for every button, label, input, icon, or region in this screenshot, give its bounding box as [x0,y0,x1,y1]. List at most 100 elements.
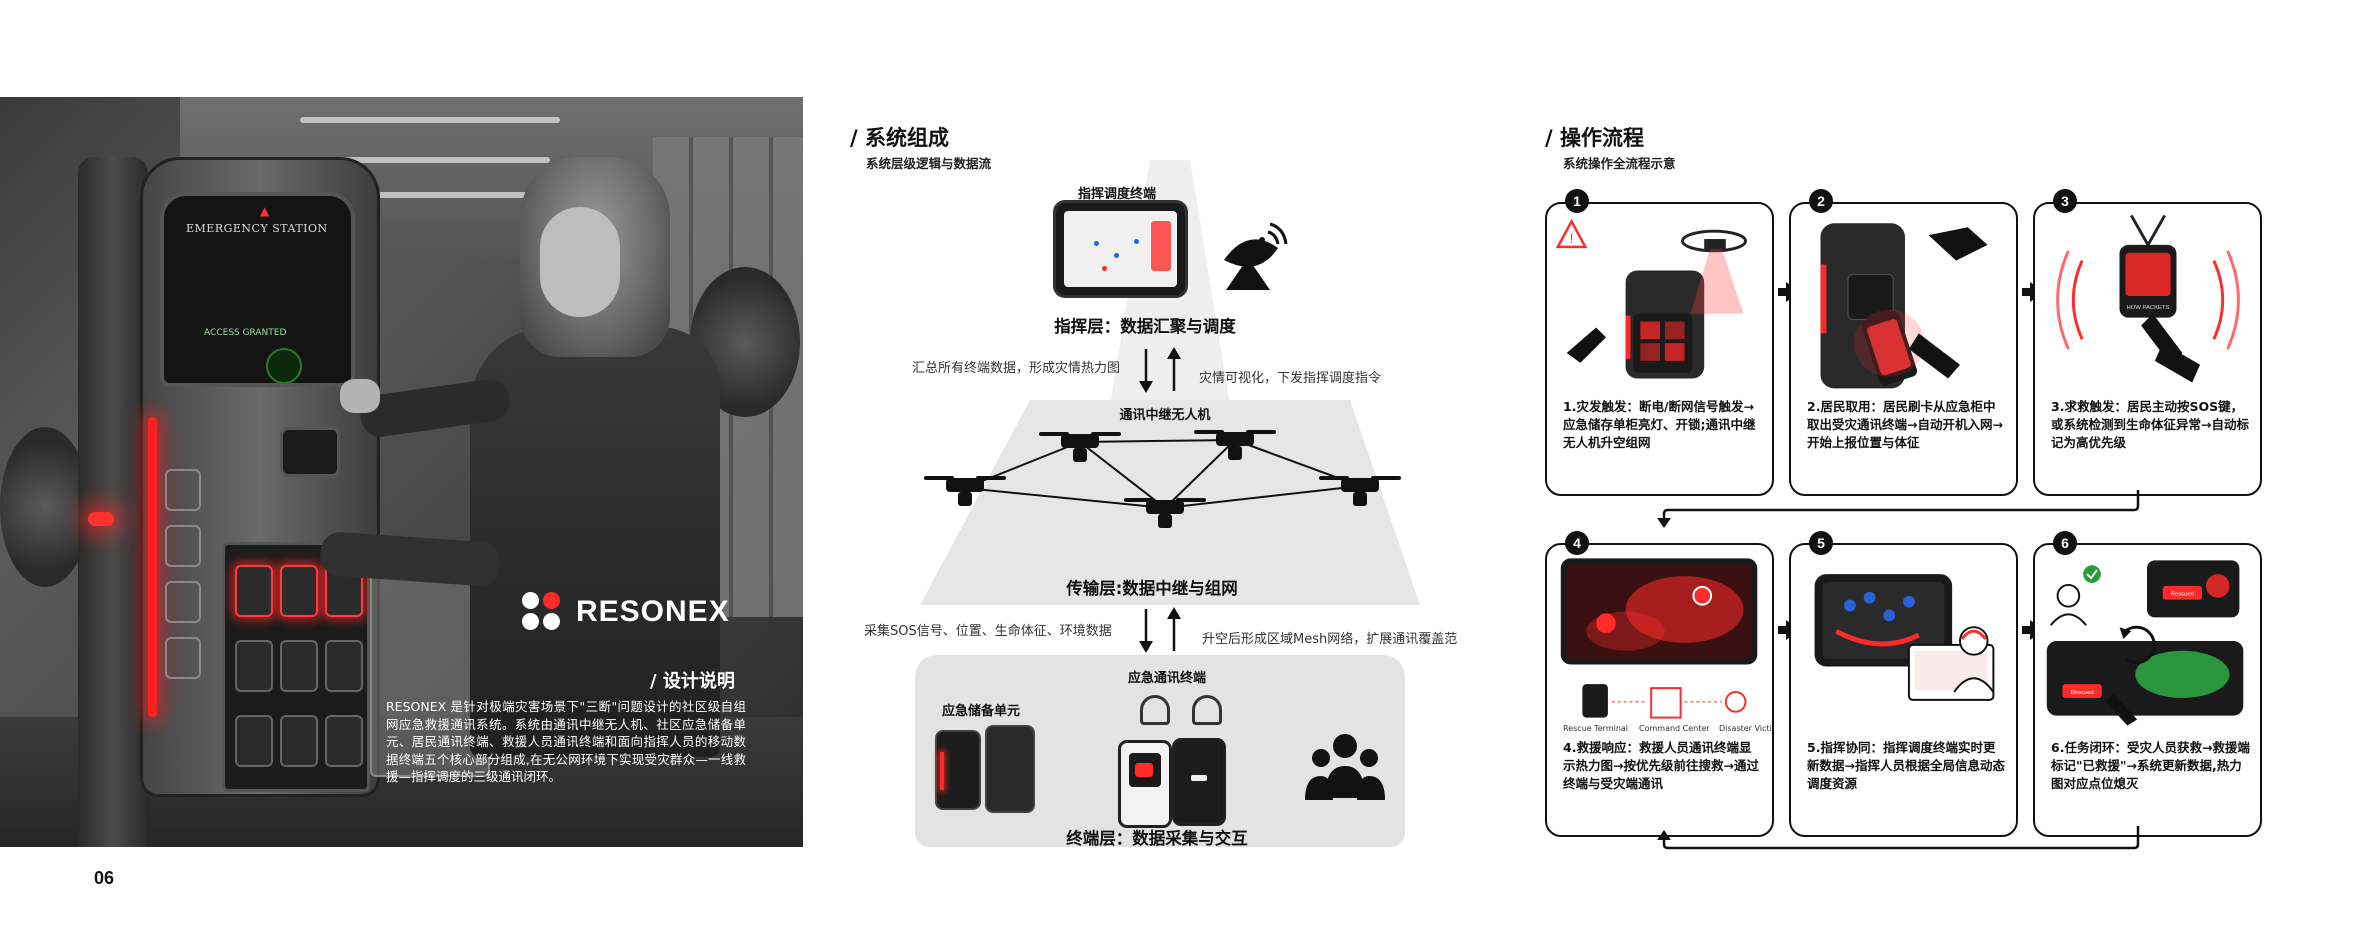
flow-step-card: 5.指挥协同：指挥调度终端实时更新数据→指挥人员根据全局信息动态调度资源 [1789,543,2018,837]
card-reader [280,427,340,477]
page-number: 06 [94,868,115,888]
bidirectional-arrows [1139,607,1181,653]
person-face [540,207,620,317]
flow-step-card: 2.居民取用：居民刷卡从应急柜中取出受灾通讯终端→自动开机入网→开始上报位置与体… [1789,202,2018,496]
step-number-badge: 2 [1809,189,1833,213]
step-number-badge: 3 [2053,189,2077,213]
flow-return-connector [1657,826,2140,850]
rescued-tag: Rescued [2071,690,2094,696]
device-slot [280,640,318,692]
person-hand [340,379,380,413]
command-layer-label: 指挥层：数据汇聚与调度 [1054,317,1236,336]
kiosk-instruction-icons [165,469,205,693]
kiosk-screen-title: EMERGENCY STATION [186,222,328,235]
flow-title: / 操作流程 [1545,126,1644,150]
step-text: 3.求救触发：居民主动按SOS键，或系统检测到生命体征异常→自动标记为高优先级 [2051,399,2249,450]
disaster-victim-label: Disaster Victim [1719,724,1774,733]
drone-icon [1194,430,1276,460]
device-slot [235,640,273,692]
step-number-badge: 6 [2053,531,2077,555]
transport-layer-label: 传输层:数据中继与组网 [1066,579,1238,598]
warning-icon: ▲ [260,204,270,218]
kiosk-confirm-button [266,348,302,384]
ceiling-light [330,157,550,163]
device-slot [280,565,318,617]
resident-terminal [1118,740,1172,828]
storage-unit-device [935,730,981,810]
terminal-layer-label: 终端层：数据采集与交互 [1066,829,1248,848]
brand: RESONEX [522,592,730,632]
step-number-badge: 5 [1809,531,1833,555]
rescuer-terminal [1172,738,1226,826]
device-slot [235,565,273,617]
drone-mesh-network [924,430,1401,528]
kiosk-compartment [222,542,370,792]
step6-illustration: Rescued Rescued [2046,560,2244,726]
badge-lanyard [1192,695,1222,725]
flow-connector [1657,490,2140,528]
ceiling-light [360,192,540,198]
collect-note: 采集SOS信号、位置、生命体征、环境数据 [864,624,1112,639]
step1-illustration: ! [1555,218,1747,379]
flow-step-card: Rescue Terminal Command Center Disaster … [1545,543,1774,837]
flow-subtitle: 系统操作全流程示意 [1563,156,1676,171]
step-text: 1.灾发触发：断电/断网信号触发→应急储存单柜亮灯、开锁;通讯中继无人机升空组网 [1563,399,1756,450]
brand-name: RESONEX [576,595,730,628]
kiosk-screen-status: ACCESS GRANTED [204,328,287,338]
step-text: 4.救援响应：救援人员通讯终端显示热力图→按优先级前往搜救→通过终端与受灾端通讯 [1563,740,1759,791]
kiosk-pole [78,157,148,847]
upflow-note: 汇总所有终端数据，形成灾情热力图 [912,361,1121,376]
ceiling-light [300,117,560,123]
command-center-label: Command Center [1639,724,1710,733]
kiosk-red-led [88,512,114,526]
svg-text:!: ! [1570,231,1574,246]
badge-lanyard [1140,695,1170,725]
rescue-terminal-label: Rescue Terminal [1563,724,1629,733]
flow-step-card: HOW PACKETS 3.求救触发：居民主动按SOS键，或系统检测到生命体征异… [2033,202,2262,496]
bidirectional-arrows [1139,347,1181,393]
system-subtitle: 系统层级逻辑与数据流 [866,156,992,171]
kiosk-red-light-strip [148,417,157,717]
step-text: 5.指挥协同：指挥调度终端实时更新数据→指挥人员根据全局信息动态调度资源 [1807,740,2005,791]
storage-unit-device [985,725,1035,813]
device-slot [325,640,363,692]
storage-unit-label: 应急储备单元 [941,704,1021,719]
relay-drone-label: 通讯中继无人机 [1119,408,1211,423]
command-terminal-label: 指挥调度终端 [1077,187,1157,202]
step2-illustration [1820,223,1988,389]
kiosk-screen: ▲ EMERGENCY STATION ACCESS GRANTED [160,192,355,387]
plant [0,427,90,587]
mesh-note: 升空后形成区域Mesh网络，扩展通讯覆盖范 [1202,632,1458,647]
device-label: HOW PACKETS [2126,305,2169,311]
emergency-terminal-label: 应急通讯终端 [1127,671,1207,686]
tablet-screen [1064,211,1177,287]
hero-photo: ▲ EMERGENCY STATION ACCESS GRANTED [0,97,803,847]
step-number-badge: 4 [1565,531,1589,555]
flow-step-card: Rescued Rescued 6.任务闭环：受灾人员获救→救援端标记"已救援"… [2033,543,2262,837]
rescued-tag: Rescued [2171,592,2194,598]
command-tablet [1053,200,1188,298]
step-text: 6.任务闭环：受灾人员获救→救援端标记"已救援"→系统更新数据,热力图对应点位熄… [2051,740,2250,791]
satellite-dish-icon [1224,222,1288,290]
retrieve-icon [165,581,201,623]
drone-icon [924,476,1006,506]
step-number-badge: 1 [1565,189,1589,213]
device-slot [235,715,273,767]
device-slot [280,715,318,767]
tap-card-icon [165,469,201,511]
step4-illustration [1560,558,1758,719]
drone-icon [1039,432,1121,462]
device-slot [325,715,363,767]
flow-step-card: ! 1.灾发触发：断电/断网信号触发→应急储存单柜亮灯、开锁;通讯中继无人机升空… [1545,202,1774,496]
door-icon [165,525,201,567]
brand-logo-icon [522,592,562,632]
step5-illustration [1814,574,1995,701]
people-group-icon [1305,734,1385,800]
design-description: RESONEX 是针对极端灾害场景下"三断"问题设计的社区级自组网应急救援通讯系… [386,699,746,784]
drone-icon [1319,476,1401,506]
drone-icon [1124,498,1206,528]
design-title: / 设计说明 [650,671,735,692]
step3-illustration: HOW PACKETS [2056,214,2240,383]
step-text: 2.居民取用：居民刷卡从应急柜中取出受灾通讯终端→自动开机入网→开始上报位置与体… [1807,399,2003,450]
system-title: / 系统组成 [850,126,949,150]
